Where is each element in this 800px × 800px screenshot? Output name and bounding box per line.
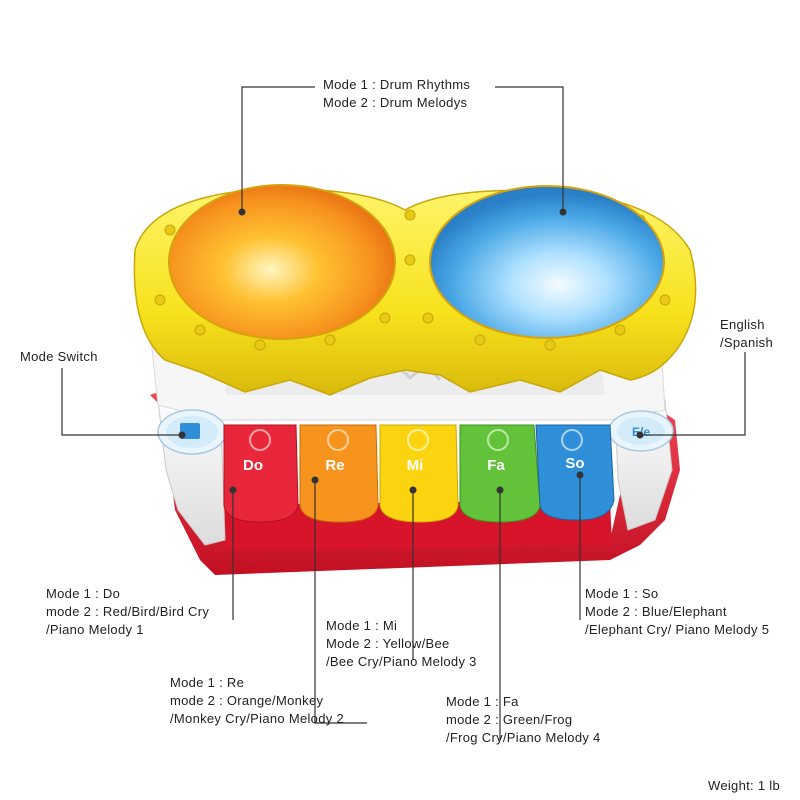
language-line-2: /Spanish <box>720 335 773 350</box>
so-line-2: Mode 2 : Blue/Elephant <box>585 604 727 619</box>
so-line-3: /Elephant Cry/ Piano Melody 5 <box>585 622 770 637</box>
do-line-3: /Piano Melody 1 <box>46 622 144 637</box>
re-line-3: /Monkey Cry/Piano Melody 2 <box>170 711 344 726</box>
callout-dots <box>178 208 644 494</box>
do-annotation: Mode 1 : Do mode 2 : Red/Bird/Bird Cry /… <box>46 585 209 639</box>
bird-icon <box>249 429 271 451</box>
do-line-1: Mode 1 : Do <box>46 586 121 601</box>
do-line-2: mode 2 : Red/Bird/Bird Cry <box>46 604 210 619</box>
fa-line-1: Mode 1 : Fa <box>446 694 519 709</box>
key-fa-label: Fa <box>487 457 505 474</box>
weight-label: Weight: 1 lb <box>708 778 781 793</box>
bee-icon <box>407 429 429 451</box>
mode-switch-line-1: Mode Switch <box>20 349 98 364</box>
mi-line-2: Mode 2 : Yellow/Bee <box>326 636 450 651</box>
drums-line-1: Mode 1 : Drum Rhythms <box>323 77 471 92</box>
key-re-label: Re <box>325 457 344 474</box>
re-annotation: Mode 1 : Re mode 2 : Orange/Monkey /Monk… <box>170 674 344 728</box>
key-mi-label: Mi <box>407 457 424 474</box>
monkey-icon <box>327 429 349 451</box>
mi-line-1: Mode 1 : Mi <box>326 618 398 633</box>
language-annotation: English /Spanish <box>720 316 773 352</box>
callout-lines <box>61 86 746 740</box>
fa-annotation: Mode 1 : Fa mode 2 : Green/Frog /Frog Cr… <box>446 693 601 747</box>
mi-annotation: Mode 1 : Mi Mode 2 : Yellow/Bee /Bee Cry… <box>326 617 477 671</box>
frog-icon <box>487 429 509 451</box>
fa-line-2: mode 2 : Green/Frog <box>446 712 573 727</box>
key-fa[interactable]: Fa <box>459 424 541 523</box>
mi-line-3: /Bee Cry/Piano Melody 3 <box>326 654 477 669</box>
key-so[interactable]: So <box>535 424 615 521</box>
key-do-label: Do <box>243 457 263 474</box>
fa-line-3: /Frog Cry/Piano Melody 4 <box>446 730 601 745</box>
key-do[interactable]: Do <box>223 424 299 523</box>
so-line-1: Mode 1 : So <box>585 586 659 601</box>
drum-right[interactable] <box>429 185 665 339</box>
elephant-icon <box>561 429 583 451</box>
language-line-1: English <box>720 317 765 332</box>
key-re[interactable]: Re <box>299 424 379 523</box>
mode-switch-annotation: Mode Switch <box>20 348 98 366</box>
drums-line-2: Mode 2 : Drum Melodys <box>323 95 468 110</box>
piano-keys: Do Re Mi Fa So <box>223 424 615 523</box>
mode-switch-button[interactable] <box>157 409 227 455</box>
key-so-label: So <box>565 455 584 472</box>
drum-left[interactable] <box>168 184 396 340</box>
so-annotation: Mode 1 : So Mode 2 : Blue/Elephant /Elep… <box>585 585 769 639</box>
language-button[interactable]: E/e <box>608 410 674 452</box>
drums-annotation: Mode 1 : Drum Rhythms Mode 2 : Drum Melo… <box>323 76 470 112</box>
key-mi[interactable]: Mi <box>379 424 459 523</box>
re-line-2: mode 2 : Orange/Monkey <box>170 693 324 708</box>
re-line-1: Mode 1 : Re <box>170 675 245 690</box>
